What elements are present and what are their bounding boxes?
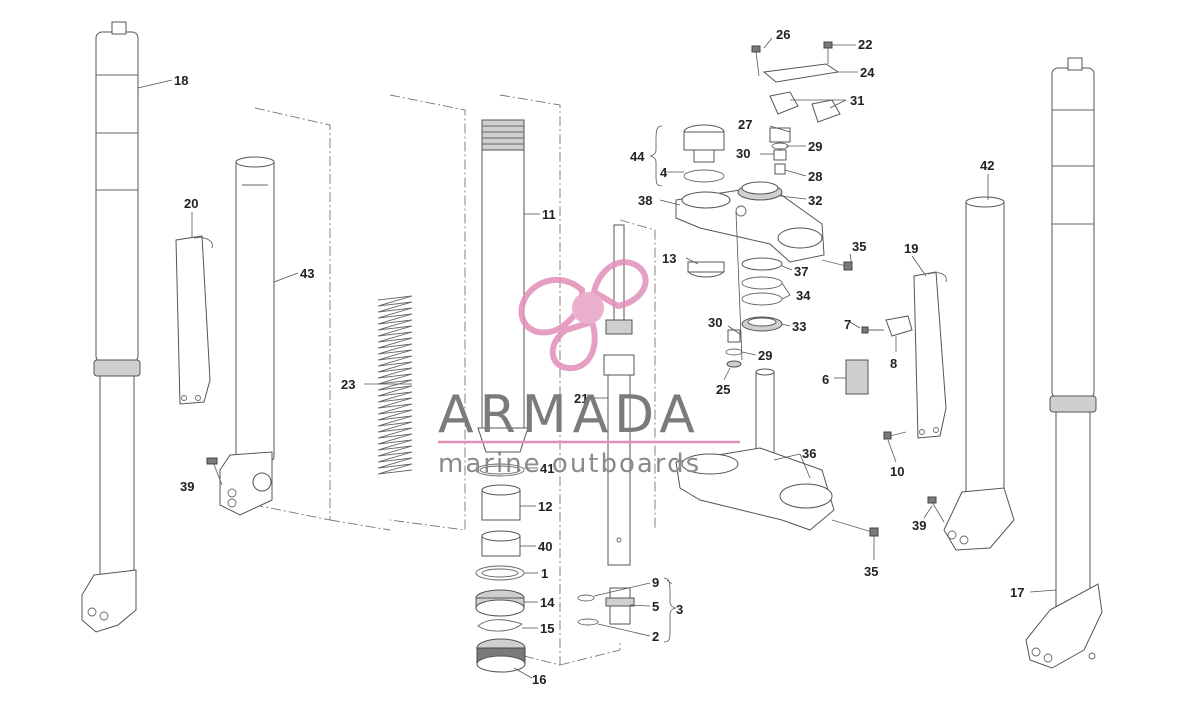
fork-leg-left-assembly: [81, 21, 141, 633]
callout-2: 2: [652, 629, 659, 644]
callout-21: 21: [574, 391, 588, 406]
callout-43: 43: [300, 266, 314, 281]
callout-8: 8: [890, 356, 897, 371]
callout-27: 27: [738, 117, 752, 132]
callout-15: 15: [540, 621, 554, 636]
fork-spring: [377, 295, 413, 475]
callout-35-bottom: 35: [864, 564, 878, 579]
callout-38: 38: [638, 193, 652, 208]
steering-bearings: [687, 257, 783, 368]
callout-1: 1: [541, 566, 548, 581]
callout-3: 3: [676, 602, 683, 617]
watermark-tagline: marine outboards: [438, 449, 701, 479]
group-brackets: [649, 125, 677, 643]
callout-25: 25: [716, 382, 730, 397]
callout-18: 18: [174, 73, 188, 88]
callout-31: 31: [850, 93, 864, 108]
callout-44: 44: [630, 149, 645, 164]
outer-tube-left: [219, 156, 275, 516]
top-hardware: [737, 41, 841, 201]
callout-17: 17: [1010, 585, 1024, 600]
callout-16: 16: [532, 672, 546, 687]
callout-19: 19: [904, 241, 918, 256]
callout-7: 7: [844, 317, 851, 332]
callout-28: 28: [808, 169, 822, 184]
callout-11: 11: [542, 207, 556, 222]
inner-stanchion: [477, 119, 529, 453]
fork-top-cap: [683, 124, 725, 183]
bolts-35: [821, 259, 879, 537]
callout-22: 22: [858, 37, 872, 52]
callout-23: 23: [341, 377, 355, 392]
callout-13: 13: [662, 251, 676, 266]
propeller-logo: [518, 259, 649, 372]
callout-39-right: 39: [912, 518, 926, 533]
armada-watermark: ARMADA marine outboards: [438, 259, 740, 479]
valve-assembly: [577, 587, 635, 626]
callout-41: 41: [540, 461, 554, 476]
callout-29-bottom: 29: [758, 348, 772, 363]
callout-40: 40: [538, 539, 552, 554]
fork-guard-right: [913, 271, 947, 439]
callout-14: 14: [540, 595, 555, 610]
damper-rod: [603, 224, 635, 566]
callout-labels: 18 20 43 39 23 11 41 12 40 1 14 15 16 21…: [174, 27, 1024, 687]
callout-36: 36: [802, 446, 816, 461]
callout-33: 33: [792, 319, 806, 334]
callout-37: 37: [794, 264, 808, 279]
callout-26: 26: [776, 27, 790, 42]
callout-29-top: 29: [808, 139, 822, 154]
fork-guard-left: [175, 235, 213, 405]
watermark-brand: ARMADA: [438, 385, 701, 445]
bolt-39-left: [206, 457, 223, 486]
callout-12: 12: [538, 499, 552, 514]
callout-9: 9: [652, 575, 659, 590]
callout-4: 4: [660, 165, 668, 180]
leader-lines: [137, 37, 1057, 679]
callout-24: 24: [860, 65, 875, 80]
assembly-dash-lines: [254, 94, 656, 666]
callout-39-left: 39: [180, 479, 194, 494]
callout-35-top: 35: [852, 239, 866, 254]
callout-5: 5: [652, 599, 659, 614]
callout-30-bottom: 30: [708, 315, 722, 330]
bushing-stack: [475, 463, 526, 673]
fork-leg-right-assembly: [1025, 57, 1103, 669]
callout-6: 6: [822, 372, 829, 387]
callout-10: 10: [890, 464, 904, 479]
callout-42: 42: [980, 158, 994, 173]
callout-30-top: 30: [736, 146, 750, 161]
callout-20: 20: [184, 196, 198, 211]
lower-triple-clamp: [675, 368, 835, 531]
callout-34: 34: [796, 288, 811, 303]
brake-line-hardware: [845, 315, 913, 440]
callout-32: 32: [808, 193, 822, 208]
outer-tube-right: [927, 196, 1015, 551]
upper-triple-clamp: [675, 189, 825, 263]
